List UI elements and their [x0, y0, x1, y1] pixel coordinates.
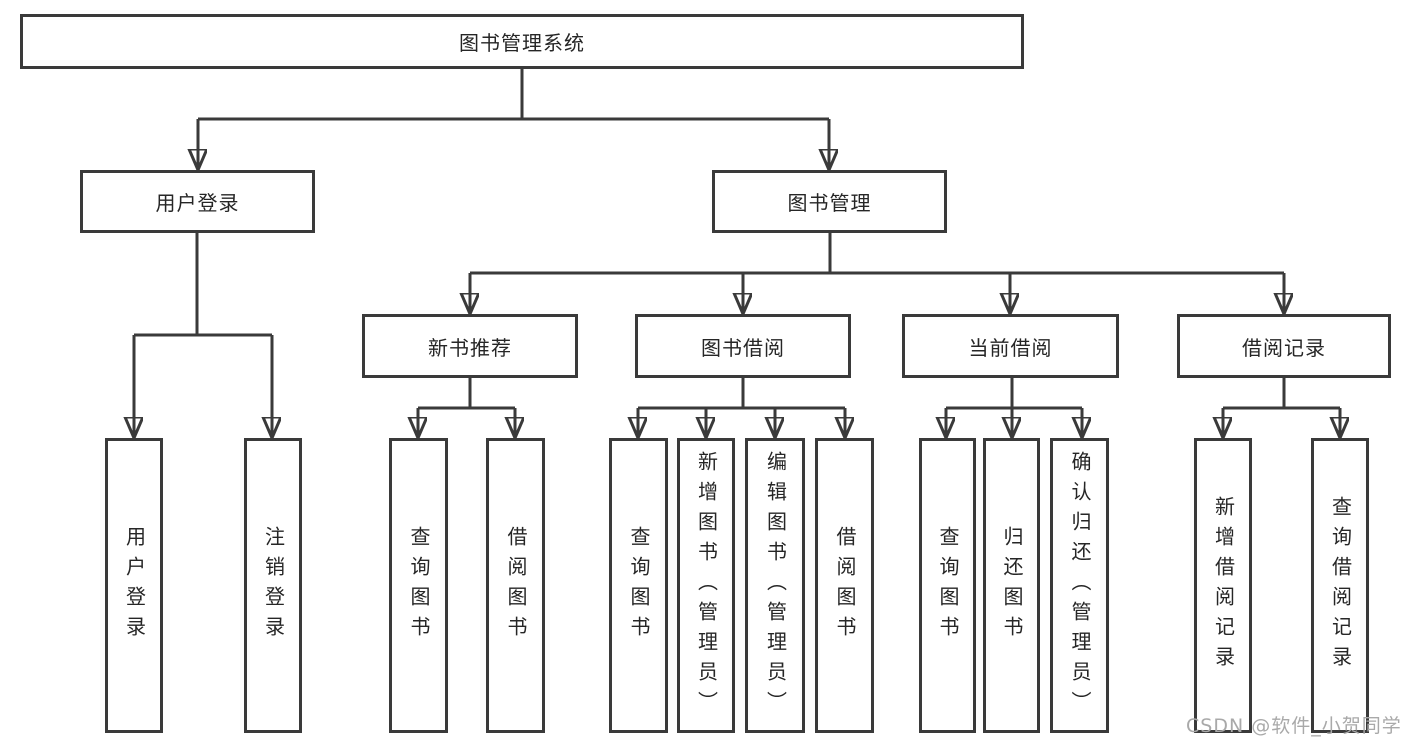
connector-root: [198, 69, 829, 170]
node-library-management-system: 图书管理系统: [20, 14, 1024, 69]
leaf-add-book-admin: 新增图书（管理员）: [677, 438, 735, 733]
connector-book-borrow: [638, 378, 845, 438]
leaf-query-borrow-record: 查询借阅记录: [1311, 438, 1369, 733]
leaf-user-login: 用户登录: [105, 438, 163, 733]
leaf-label: 查询图书: [407, 525, 431, 646]
leaf-label: 查询借阅记录: [1328, 495, 1353, 676]
leaf-confirm-return-admin: 确认归还（管理员）: [1050, 438, 1109, 733]
connector-current-borrow: [946, 378, 1082, 438]
leaf-label: 新增图书（管理员）: [694, 450, 719, 721]
leaf-label: 查询图书: [936, 525, 960, 646]
leaf-label: 查询图书: [627, 525, 651, 646]
node-borrow-records: 借阅记录: [1177, 314, 1391, 378]
leaf-label: 确认归还（管理员）: [1068, 450, 1092, 721]
connector-borrow-records: [1223, 378, 1340, 438]
leaf-label: 借阅图书: [833, 525, 857, 646]
leaf-edit-book-admin: 编辑图书（管理员）: [745, 438, 805, 733]
leaf-query-book-2: 查询图书: [609, 438, 668, 733]
leaf-label: 借阅图书: [504, 525, 528, 646]
connector-new-book-recommend: [418, 378, 515, 438]
leaf-query-book-1: 查询图书: [389, 438, 448, 733]
node-book-management: 图书管理: [712, 170, 947, 233]
leaf-label: 归还图书: [1000, 525, 1024, 646]
leaf-label: 编辑图书（管理员）: [763, 450, 788, 721]
connector-book-management: [470, 233, 1284, 314]
leaf-label: 新增借阅记录: [1211, 495, 1236, 676]
node-book-borrow: 图书借阅: [635, 314, 851, 378]
leaf-borrow-book-2: 借阅图书: [815, 438, 874, 733]
leaf-label: 用户登录: [122, 525, 147, 646]
leaf-borrow-book-1: 借阅图书: [486, 438, 545, 733]
leaf-return-book: 归还图书: [983, 438, 1040, 733]
node-user-login: 用户登录: [80, 170, 315, 233]
csdn-watermark: CSDN @软件_小贺同学: [1186, 715, 1402, 737]
node-current-borrow: 当前借阅: [902, 314, 1119, 378]
connector-user-login: [134, 233, 272, 438]
node-new-book-recommend: 新书推荐: [362, 314, 578, 378]
leaf-query-book-3: 查询图书: [919, 438, 976, 733]
leaf-logout: 注销登录: [244, 438, 302, 733]
leaf-add-borrow-record: 新增借阅记录: [1194, 438, 1252, 733]
leaf-label: 注销登录: [261, 525, 286, 646]
